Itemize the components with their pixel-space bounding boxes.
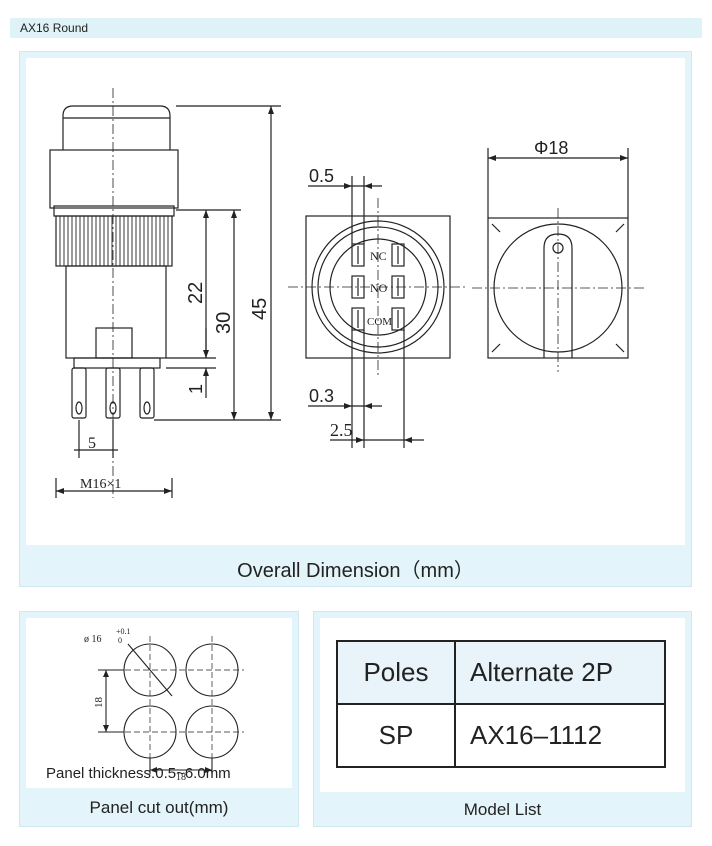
overall-dimension-panel: 22 30 45 1 5 M16×1 <box>19 51 692 587</box>
model-caption: Model List <box>463 800 542 819</box>
header-bar: AX16 Round <box>10 18 702 38</box>
table-row: SP AX16–1112 <box>336 703 666 768</box>
dimension-drawing: 22 30 45 1 5 M16×1 <box>49 88 644 498</box>
model-table: Poles Alternate 2P SP AX16–1112 <box>336 640 666 768</box>
table-header-row: Poles Alternate 2P <box>336 640 666 705</box>
cutout-tolerance-lower: 0 <box>118 636 122 645</box>
model-list-panel: Poles Alternate 2P SP AX16–1112 Model Li… <box>313 611 692 827</box>
panel-cutout-panel: ø 16 +0.1 0 18 18 Panel thickness:0.5~6.… <box>19 611 299 827</box>
dim-2-5: 2.5 <box>330 420 353 440</box>
panel-thickness: Panel thickness:0.5~6.0mm <box>46 765 231 782</box>
cutout-caption: Panel cut out(mm) <box>89 798 229 817</box>
cutout-diameter: ø 16 <box>84 634 102 645</box>
drawing-area: 22 30 45 1 5 M16×1 <box>26 58 685 545</box>
cell-poles-value: SP <box>336 703 456 768</box>
header-title: AX16 Round <box>20 21 89 35</box>
cutout-spacing-horizontal: 18 <box>176 772 186 783</box>
label-nc: NC <box>370 249 387 263</box>
overall-caption: Overall Dimension（mm） <box>237 560 474 582</box>
cutout-drawing-area: ø 16 +0.1 0 18 18 <box>26 618 292 788</box>
dim-30: 30 <box>213 312 235 334</box>
label-no: NO <box>370 281 388 295</box>
header-poles: Poles <box>336 640 456 705</box>
cutout-tolerance-upper: +0.1 <box>116 627 131 636</box>
dim-thread: M16×1 <box>80 477 121 492</box>
cutout-drawing: ø 16 +0.1 0 18 18 <box>84 627 244 783</box>
cell-model-value: AX16–1112 <box>454 703 666 768</box>
model-table-area: Poles Alternate 2P SP AX16–1112 <box>320 618 685 792</box>
dim-5: 5 <box>88 435 96 452</box>
header-alternate: Alternate 2P <box>454 640 666 705</box>
dim-22: 22 <box>185 282 207 304</box>
dim-0-3: 0.3 <box>309 386 334 406</box>
dim-0-5: 0.5 <box>309 166 334 186</box>
dim-1: 1 <box>186 384 206 394</box>
cutout-spacing-vertical: 18 <box>93 697 105 709</box>
dim-45: 45 <box>249 298 271 320</box>
label-com: COM <box>367 316 392 328</box>
dim-phi18: Φ18 <box>534 138 568 158</box>
